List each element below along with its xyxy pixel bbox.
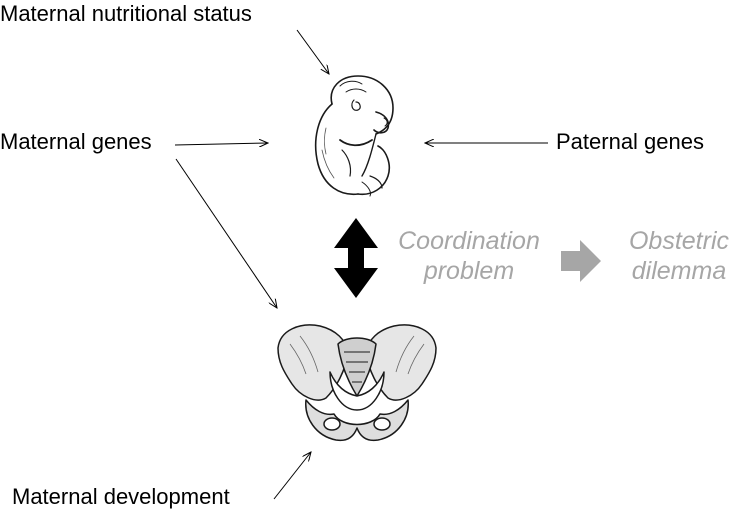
concept-coordination-line2: problem bbox=[423, 257, 515, 285]
pelvis-illustration bbox=[277, 324, 437, 442]
concept-coordination-problem: Coordination problem bbox=[386, 226, 552, 286]
fetus-illustration bbox=[314, 75, 394, 197]
concept-obstetric-line1: Obstetric bbox=[628, 227, 730, 255]
arrow-development-to-pelvis bbox=[273, 452, 311, 500]
concept-obstetric-line2: dilemma bbox=[631, 257, 727, 285]
label-maternal-development: Maternal development bbox=[12, 484, 230, 509]
label-maternal-nutritional-status: Maternal nutritional status bbox=[0, 1, 252, 26]
grey-block-arrow bbox=[561, 240, 601, 282]
arrow-nutrition-to-fetus bbox=[296, 29, 329, 74]
double-headed-arrow bbox=[334, 218, 378, 298]
arrow-maternal-genes-to-fetus bbox=[174, 143, 268, 145]
label-paternal-genes: Paternal genes bbox=[556, 129, 704, 154]
concept-obstetric-dilemma: Obstetric dilemma bbox=[620, 226, 738, 286]
label-maternal-genes: Maternal genes bbox=[0, 129, 152, 154]
arrow-maternal-genes-to-pelvis bbox=[175, 158, 277, 308]
concept-coordination-line1: Coordination bbox=[398, 227, 540, 255]
